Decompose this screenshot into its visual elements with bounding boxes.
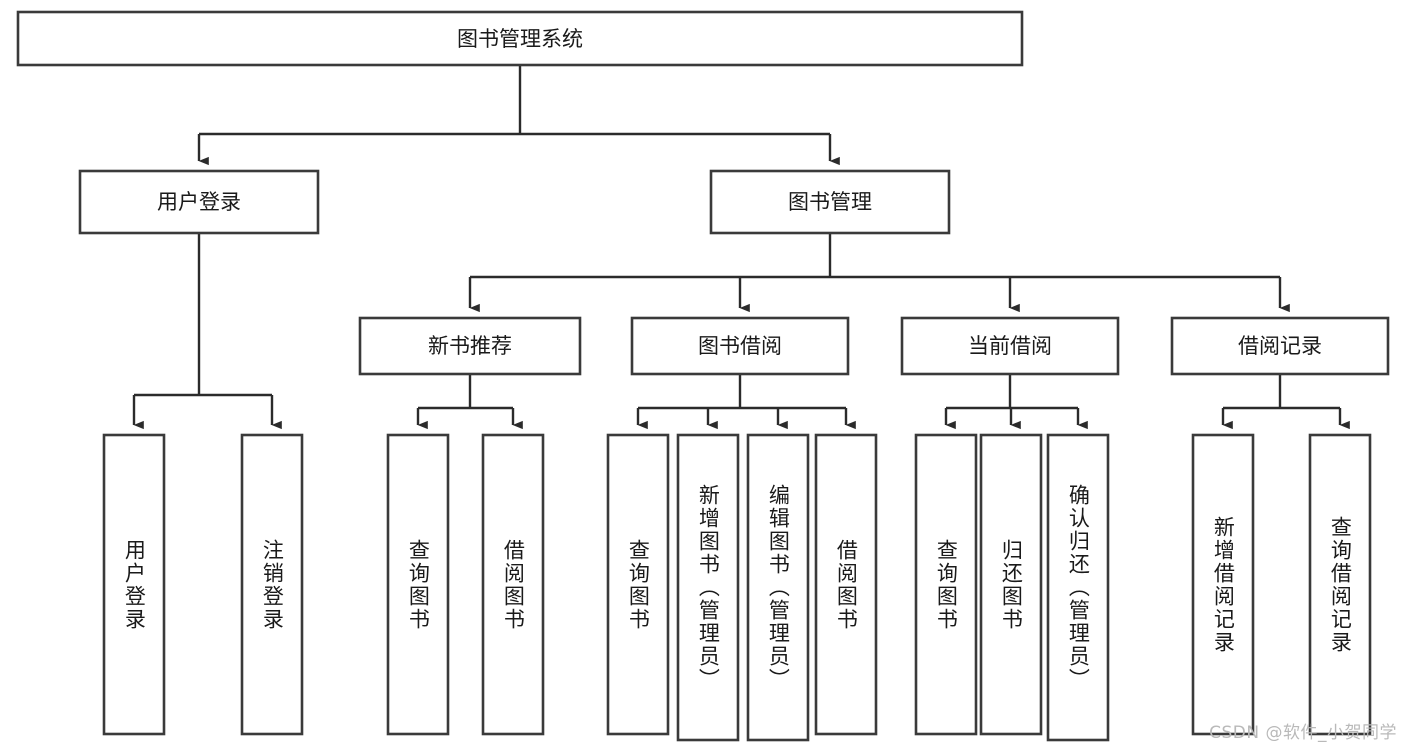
leaf-borrow-book-1-box[interactable]	[481, 433, 545, 736]
node-current-borrow[interactable]: 当前借阅	[900, 316, 1120, 376]
node-root-label: 图书管理系统	[457, 27, 583, 51]
leaf-query-book-2-box[interactable]	[606, 433, 670, 736]
node-borrow-record-box[interactable]	[1170, 316, 1390, 376]
node-user-login-box[interactable]	[78, 169, 320, 235]
leaf-user-login-box[interactable]	[102, 433, 166, 736]
node-current-borrow-label: 当前借阅	[968, 334, 1052, 358]
node-book-manage-label: 图书管理	[788, 190, 872, 214]
leaf-add-book-admin-box[interactable]	[676, 433, 740, 742]
watermark-text: CSDN @软件_小贺同学	[1209, 723, 1397, 743]
node-book-borrow-box[interactable]	[630, 316, 850, 376]
leaf-query-record-box[interactable]	[1308, 433, 1372, 736]
node-book-manage-box[interactable]	[709, 169, 951, 235]
leaf-edit-book-admin-box[interactable]	[746, 433, 810, 742]
leaf-logout-box[interactable]	[240, 433, 304, 736]
node-user-login-label: 用户登录	[157, 190, 241, 214]
leaf-confirm-return-box[interactable]	[1046, 433, 1110, 742]
node-book-manage[interactable]: 图书管理	[709, 169, 951, 235]
node-borrow-record-label: 借阅记录	[1238, 334, 1322, 358]
leaf-return-book-box[interactable]	[979, 433, 1043, 736]
node-root-box[interactable]	[16, 10, 1024, 67]
connectors	[132, 65, 1350, 430]
leaf-node-boxes	[102, 433, 1372, 742]
leaf-add-record-box[interactable]	[1191, 433, 1255, 736]
node-new-book-rec[interactable]: 新书推荐	[358, 316, 582, 376]
node-new-book-rec-box[interactable]	[358, 316, 582, 376]
node-current-borrow-box[interactable]	[900, 316, 1120, 376]
node-borrow-record[interactable]: 借阅记录	[1170, 316, 1390, 376]
node-new-book-rec-label: 新书推荐	[428, 334, 512, 358]
node-user-login[interactable]: 用户登录	[78, 169, 320, 235]
node-root[interactable]: 图书管理系统	[16, 10, 1024, 67]
leaf-query-book-3-box[interactable]	[914, 433, 978, 736]
leaf-query-book-1-box[interactable]	[386, 433, 450, 736]
node-book-borrow[interactable]: 图书借阅	[630, 316, 850, 376]
node-book-borrow-label: 图书借阅	[698, 334, 782, 358]
leaf-borrow-book-2-box[interactable]	[814, 433, 878, 736]
